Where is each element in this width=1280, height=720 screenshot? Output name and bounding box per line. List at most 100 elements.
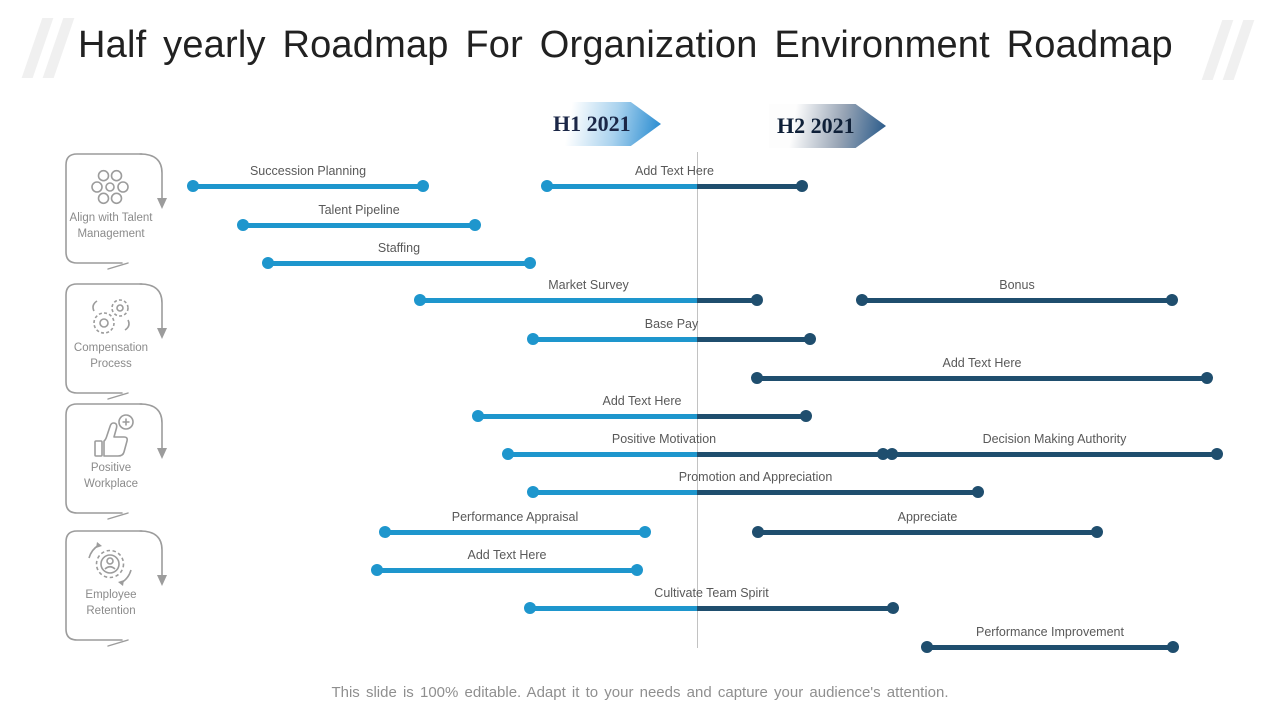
timeline-bar-label: Talent Pipeline [318, 203, 400, 217]
timeline-bar-segment [530, 605, 697, 611]
timeline-bar-end-dot [972, 486, 984, 498]
timeline-bar-end-dot [524, 257, 536, 269]
timeline-bar-segment [892, 451, 1217, 457]
group-frame [65, 403, 167, 520]
timeline-bar-segment [385, 529, 645, 535]
timeline-bar-segment [697, 605, 893, 611]
timeline-bar-start-dot [751, 372, 763, 384]
timeline-bar-label: Promotion and Appreciation [678, 470, 833, 484]
timeline-bar-start-dot [921, 641, 933, 653]
timeline-bar-segment [697, 336, 810, 342]
timeline-bar-start-dot [472, 410, 484, 422]
timeline-bar-end-dot [751, 294, 763, 306]
period-h2-label: H2 2021 [777, 113, 855, 138]
timeline-bar-label: Market Survey [548, 278, 629, 292]
timeline-bar-end-dot [800, 410, 812, 422]
timeline-bar-end-dot [1166, 294, 1178, 306]
timeline-bar-start-dot [262, 257, 274, 269]
timeline-bar-segment [697, 489, 978, 495]
sidebar-group-align-talent: Align with Talent Management [62, 151, 174, 271]
sidebar-group-label: Employee Retention [85, 589, 137, 617]
timeline-bar-segment [420, 297, 697, 303]
timeline-bar-label: Performance Appraisal [451, 510, 579, 524]
timeline-bar-segment [697, 413, 806, 419]
timeline-bar-segment [758, 529, 1097, 535]
timeline-bar-label: Succession Planning [249, 164, 367, 178]
timeline-bar-start-dot [187, 180, 199, 192]
sidebar-group-positive-workplace: Positive Workplace [62, 401, 174, 521]
timeline-bar-end-dot [796, 180, 808, 192]
timeline-bar-segment [478, 413, 697, 419]
timeline-bar-segment [243, 222, 475, 228]
timeline-bar-label: Cultivate Team Spirit [654, 586, 769, 600]
timeline-bar-end-dot [804, 333, 816, 345]
timeline-bar-end-dot [639, 526, 651, 538]
timeline-bar-segment [927, 644, 1173, 650]
footer-note: This slide is 100% editable. Adapt it to… [331, 684, 949, 701]
timeline-bar-start-dot [237, 219, 249, 231]
timeline-bar-segment [508, 451, 697, 457]
half-year-divider-line [697, 152, 698, 648]
sidebar-group-label: Positive Workplace [83, 462, 139, 490]
timeline-bar-segment [697, 297, 757, 303]
sidebar-group-label: Align with Talent Management [69, 212, 153, 240]
arrow-down-icon [157, 448, 167, 459]
timeline-bar-end-dot [469, 219, 481, 231]
sidebar-group-employee-retention: Employee Retention [62, 528, 174, 648]
timeline-bar-end-dot [1091, 526, 1103, 538]
timeline-bar-start-dot [541, 180, 553, 192]
timeline-bar-start-dot [414, 294, 426, 306]
arrow-down-icon [157, 328, 167, 339]
timeline-bar-label: Performance Improvement [976, 625, 1124, 639]
arrow-down-icon [157, 198, 167, 209]
timeline-bar-segment [697, 183, 802, 189]
timeline-bar-start-dot [856, 294, 868, 306]
timeline-bar-end-dot [887, 602, 899, 614]
timeline-bar-start-dot [502, 448, 514, 460]
timeline-bar-label: Add Text Here [942, 356, 1022, 370]
page-title: Half yearly Roadmap For Organization Env… [78, 24, 1173, 66]
timeline-bar-segment [757, 375, 1207, 381]
timeline-bar-label: Positive Motivation [611, 432, 717, 446]
timeline-bar-start-dot [379, 526, 391, 538]
timeline-bar-segment [533, 489, 697, 495]
timeline-bar-label: Decision Making Authority [982, 432, 1127, 446]
timeline-bar-label: Staffing [377, 241, 421, 255]
timeline-bar-end-dot [1167, 641, 1179, 653]
timeline-bar-start-dot [527, 486, 539, 498]
timeline-bar-label: Add Text Here [602, 394, 682, 408]
timeline-bar-segment [547, 183, 697, 189]
timeline-bar-segment [377, 567, 637, 573]
timeline-bar-start-dot [371, 564, 383, 576]
timeline-bar-start-dot [886, 448, 898, 460]
timeline-bar-start-dot [524, 602, 536, 614]
timeline-bar-segment [862, 297, 1172, 303]
timeline-bar-segment [268, 260, 530, 266]
timeline-bar-end-dot [1201, 372, 1213, 384]
gears-icon [92, 299, 130, 334]
arrow-down-icon [157, 575, 167, 586]
timeline-bar-end-dot [417, 180, 429, 192]
sidebar-group-label: Compensation Process [73, 342, 149, 370]
timeline-bar-segment [697, 451, 883, 457]
timeline-bar-segment [533, 336, 697, 342]
timeline-bar-end-dot [1211, 448, 1223, 460]
group-frame [65, 530, 167, 647]
group-frame [65, 283, 167, 400]
person-gear-icon [88, 542, 132, 586]
timeline-bar-label: Base Pay [644, 317, 699, 331]
timeline-bar-end-dot [631, 564, 643, 576]
timeline-bar-label: Add Text Here [467, 548, 547, 562]
timeline-bar-segment [193, 183, 423, 189]
period-h1-label: H1 2021 [553, 111, 631, 136]
timeline-bar-label: Appreciate [897, 510, 958, 524]
team-circle-icon [91, 169, 129, 205]
timeline-bar-start-dot [527, 333, 539, 345]
sidebar-group-compensation: Compensation Process [62, 281, 174, 401]
thumbs-up-icon [94, 414, 134, 457]
timeline-bar-label: Add Text Here [635, 164, 714, 178]
group-frame [65, 153, 167, 270]
timeline-bar-label: Bonus [999, 278, 1035, 292]
